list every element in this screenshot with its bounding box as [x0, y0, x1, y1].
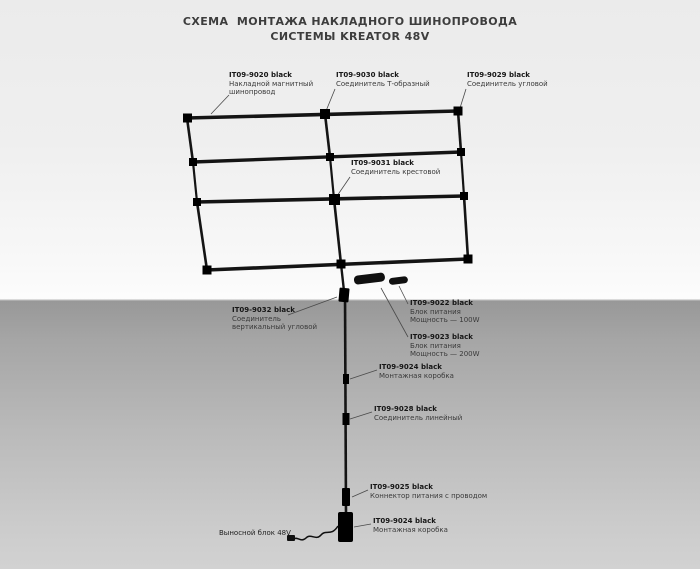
label-it09-9030: IT09-9030 black Соединитель Т-образный: [336, 71, 430, 88]
junction-block: [189, 158, 197, 166]
part-code: IT09-9022 black: [410, 299, 473, 307]
track-mid-row2: [332, 198, 343, 265]
callout-line-9024-bottom: [353, 523, 372, 528]
junction-blocks: [183, 106, 473, 542]
label-it09-9024-bottom: IT09-9024 black Монтажная коробка: [373, 517, 448, 534]
power-supply-units: [353, 272, 408, 285]
track-right-row1: [456, 110, 463, 153]
callout-line-9028: [349, 411, 373, 420]
track-link-left: [191, 161, 199, 203]
cross-connector-block: [329, 194, 340, 205]
part-desc: Соединитель линейный: [374, 413, 463, 422]
part-desc: Соединитель Т-образный: [336, 79, 430, 88]
part-code: IT09-9032 black: [232, 306, 295, 314]
track-left-row2: [195, 201, 209, 271]
callout-line-9030: [325, 88, 336, 112]
track-right-row2: [462, 195, 470, 260]
label-it09-9024-top: IT09-9024 black Монтажная коробка: [379, 363, 454, 380]
track-mid-row1: [323, 113, 332, 158]
label-it09-9022: IT09-9022 black Блок питания Мощность — …: [410, 299, 480, 325]
mounting-box-marker: [343, 374, 349, 384]
callout-line-9029: [459, 88, 467, 109]
label-it09-9020: IT09-9020 black Накладной магнитный шино…: [229, 71, 313, 97]
part-desc: шинопровод: [229, 88, 276, 96]
part-code: IT09-9030 black: [336, 71, 399, 79]
part-code: IT09-9028 black: [374, 405, 437, 413]
part-code: IT09-9024 black: [379, 363, 442, 371]
part-code: IT09-9025 black: [370, 483, 433, 491]
remote-block-plug-icon: [287, 535, 295, 541]
label-it09-9025: IT09-9025 black Коннектор питания с пров…: [370, 483, 487, 500]
part-desc: Монтажная коробка: [379, 371, 454, 380]
corner-connector-block: [463, 254, 473, 264]
schema-title-line2: СИСТЕМЫ KREATOR 48V: [270, 30, 430, 43]
vertical-drop-track: [343, 290, 348, 517]
callout-lines: [210, 88, 467, 528]
label-remote-block: Выносной блок 48V: [219, 529, 291, 537]
part-code: IT09-9020 black: [229, 71, 292, 79]
power-cord: [293, 525, 339, 541]
part-desc: Монтажная коробка: [373, 525, 448, 534]
callout-line-9025: [351, 489, 369, 498]
corner-connector-block: [202, 265, 212, 275]
part-desc: вертикальный угловой: [232, 323, 318, 331]
label-it09-9023: IT09-9023 black Блок питания Мощность — …: [410, 333, 480, 359]
power-feed-connector: [342, 488, 350, 506]
junction-block: [193, 198, 201, 206]
part-desc: Соединитель: [232, 314, 281, 323]
callout-line-9024-top: [349, 369, 378, 380]
junction-block: [460, 192, 468, 200]
part-desc: Мощность — 100W: [410, 316, 480, 324]
vertical-corner-connector: [338, 287, 350, 303]
corner-connector-block: [183, 113, 192, 123]
part-code: IT09-9031 black: [351, 159, 414, 167]
label-it09-9031: IT09-9031 black Соединитель крестовой: [351, 159, 440, 176]
t-connector-block: [320, 109, 330, 119]
power-supply-100w-icon: [388, 276, 408, 285]
part-desc: Мощность — 200W: [410, 350, 480, 358]
label-it09-9028: IT09-9028 black Соединитель линейный: [374, 405, 462, 422]
part-desc: Соединитель угловой: [467, 79, 548, 88]
part-desc: Накладной магнитный: [229, 79, 314, 88]
part-desc: Блок питания: [410, 341, 461, 350]
junction-block: [457, 148, 465, 156]
callout-line-9023: [380, 287, 409, 338]
callout-line-9031: [336, 176, 351, 197]
callout-line-9032: [287, 296, 338, 316]
linear-connector-block: [342, 413, 350, 425]
bottom-mounting-box: [338, 512, 353, 542]
page-title: СХЕМА МОНТАЖА НАКЛАДНОГО ШИНОПРОВОДА СИС…: [0, 14, 700, 44]
junction-block: [326, 153, 334, 161]
label-it09-9032: IT09-9032 black Соединитель вертикальный…: [232, 306, 317, 332]
part-code: IT09-9023 black: [410, 333, 473, 341]
callout-line-9020: [210, 94, 230, 115]
label-it09-9029: IT09-9029 black Соединитель угловой: [467, 71, 548, 88]
part-code: IT09-9024 black: [373, 517, 436, 525]
part-desc: Коннектор питания с проводом: [370, 491, 488, 500]
corner-connector-block: [453, 106, 463, 116]
power-supply-200w-icon: [353, 272, 385, 285]
part-desc: Блок питания: [410, 307, 461, 316]
part-code: IT09-9029 black: [467, 71, 530, 79]
track-link-mid: [328, 156, 336, 200]
part-desc: Соединитель крестовой: [351, 167, 441, 176]
track-left-row1: [185, 117, 195, 163]
callout-line-9022: [398, 285, 409, 305]
track-link-right: [459, 151, 466, 197]
junction-block: [336, 259, 346, 269]
schema-title-line1: СХЕМА МОНТАЖА НАКЛАДНОГО ШИНОПРОВОДА: [182, 15, 518, 28]
